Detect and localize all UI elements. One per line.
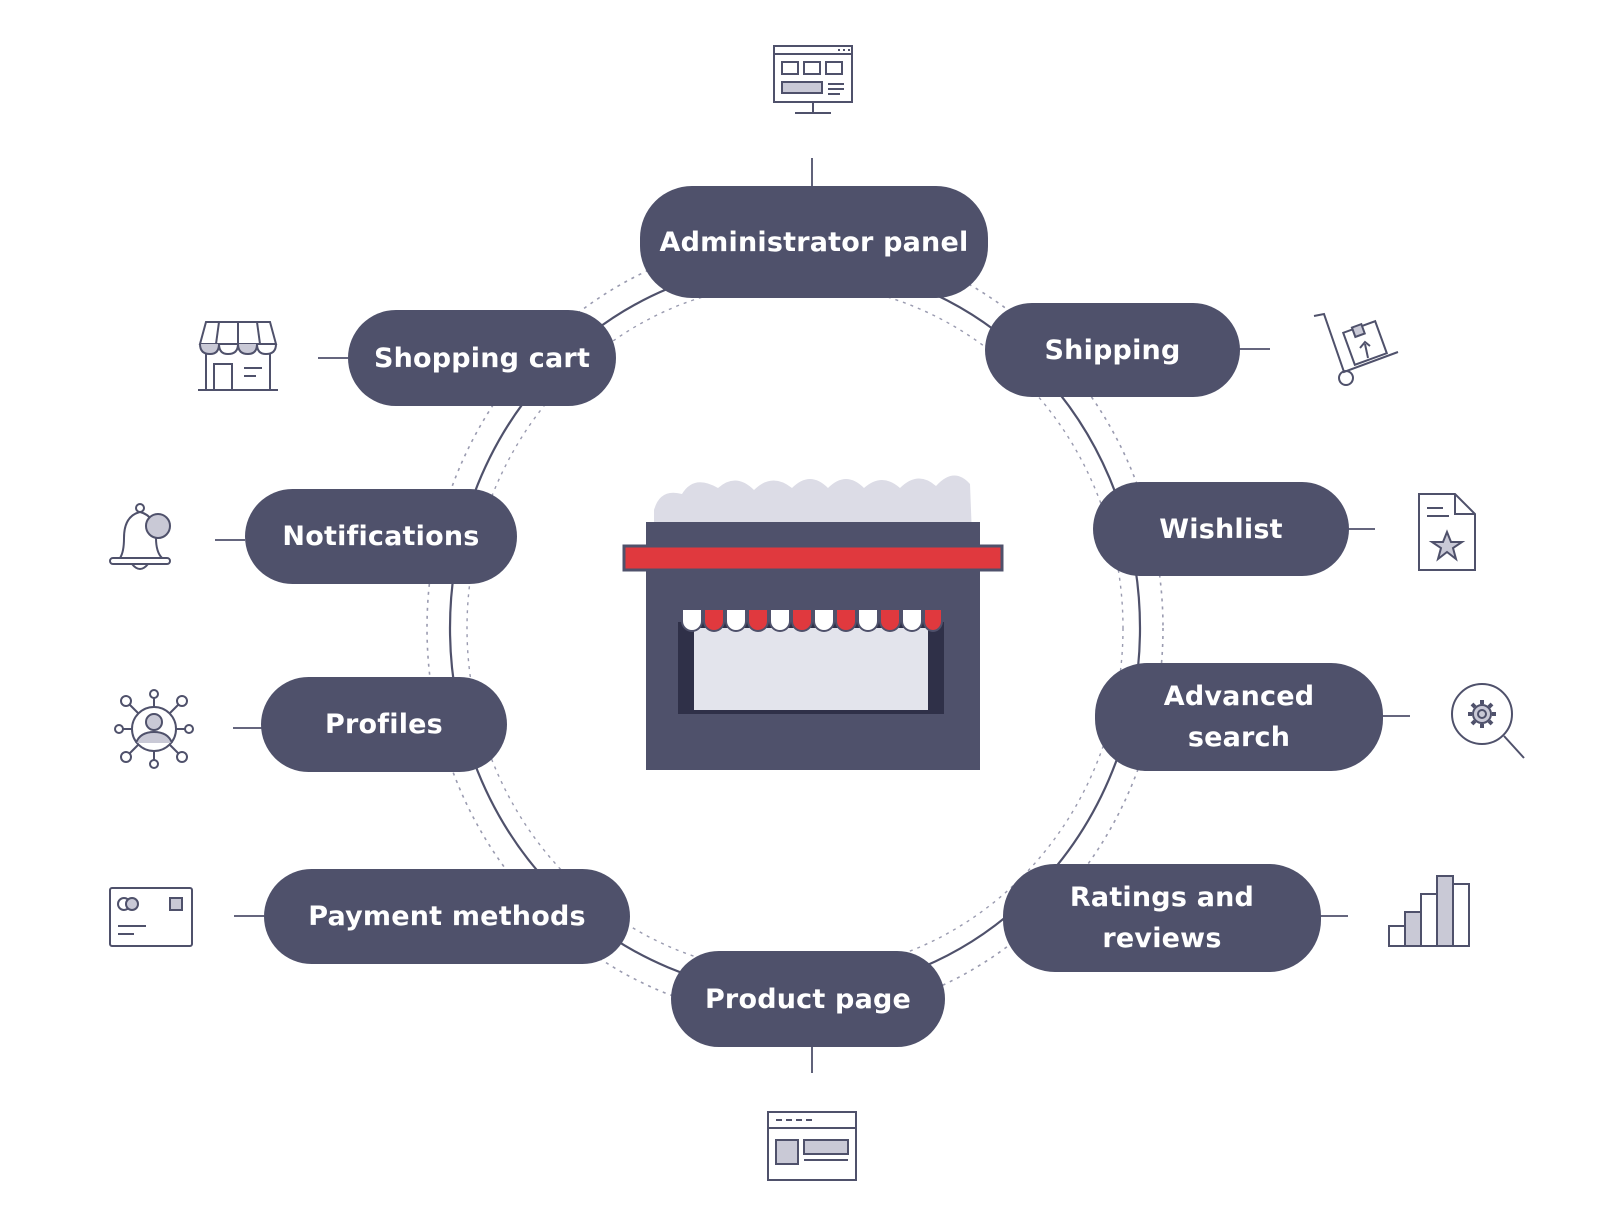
node-label: Wishlist <box>1159 513 1283 545</box>
node-payment-methods: Payment methods <box>264 869 630 964</box>
admin-monitor-icon <box>770 42 856 118</box>
credit-card-icon <box>106 884 196 950</box>
hand-truck-icon <box>1310 308 1404 392</box>
bell-icon <box>106 500 178 576</box>
node-label: Shipping <box>1044 334 1181 366</box>
node-ratings-and-reviews: Ratings and reviews <box>1003 864 1321 972</box>
node-shipping: Shipping <box>985 303 1240 397</box>
user-network-icon <box>114 688 194 770</box>
node-product-page: Product page <box>671 951 945 1047</box>
node-label: Advanced search <box>1163 681 1315 753</box>
node-label: Administrator panel <box>659 226 969 258</box>
node-advanced-search: Advanced search <box>1095 663 1383 771</box>
gear-magnifier-icon <box>1448 680 1528 762</box>
browser-window-icon <box>764 1108 860 1184</box>
node-label: Payment methods <box>308 901 586 932</box>
node-wishlist: Wishlist <box>1093 482 1349 576</box>
awning-scallops <box>678 605 944 632</box>
bar-chart-icon <box>1385 872 1477 950</box>
shop-icon <box>196 318 280 394</box>
node-shopping-cart: Shopping cart <box>348 310 616 406</box>
node-label: Notifications <box>282 521 480 552</box>
node-label: Profiles <box>325 709 443 740</box>
storefront-icon <box>620 470 1004 770</box>
node-administrator-panel: Administrator panel <box>640 186 988 298</box>
node-notifications: Notifications <box>245 489 517 584</box>
starred-document-icon <box>1415 490 1479 574</box>
node-label: Shopping cart <box>373 342 591 374</box>
node-label: Ratings and reviews <box>1069 882 1255 954</box>
icon-connector-lines <box>215 158 1410 1073</box>
node-profiles: Profiles <box>261 677 507 772</box>
node-label: Product page <box>704 983 912 1015</box>
